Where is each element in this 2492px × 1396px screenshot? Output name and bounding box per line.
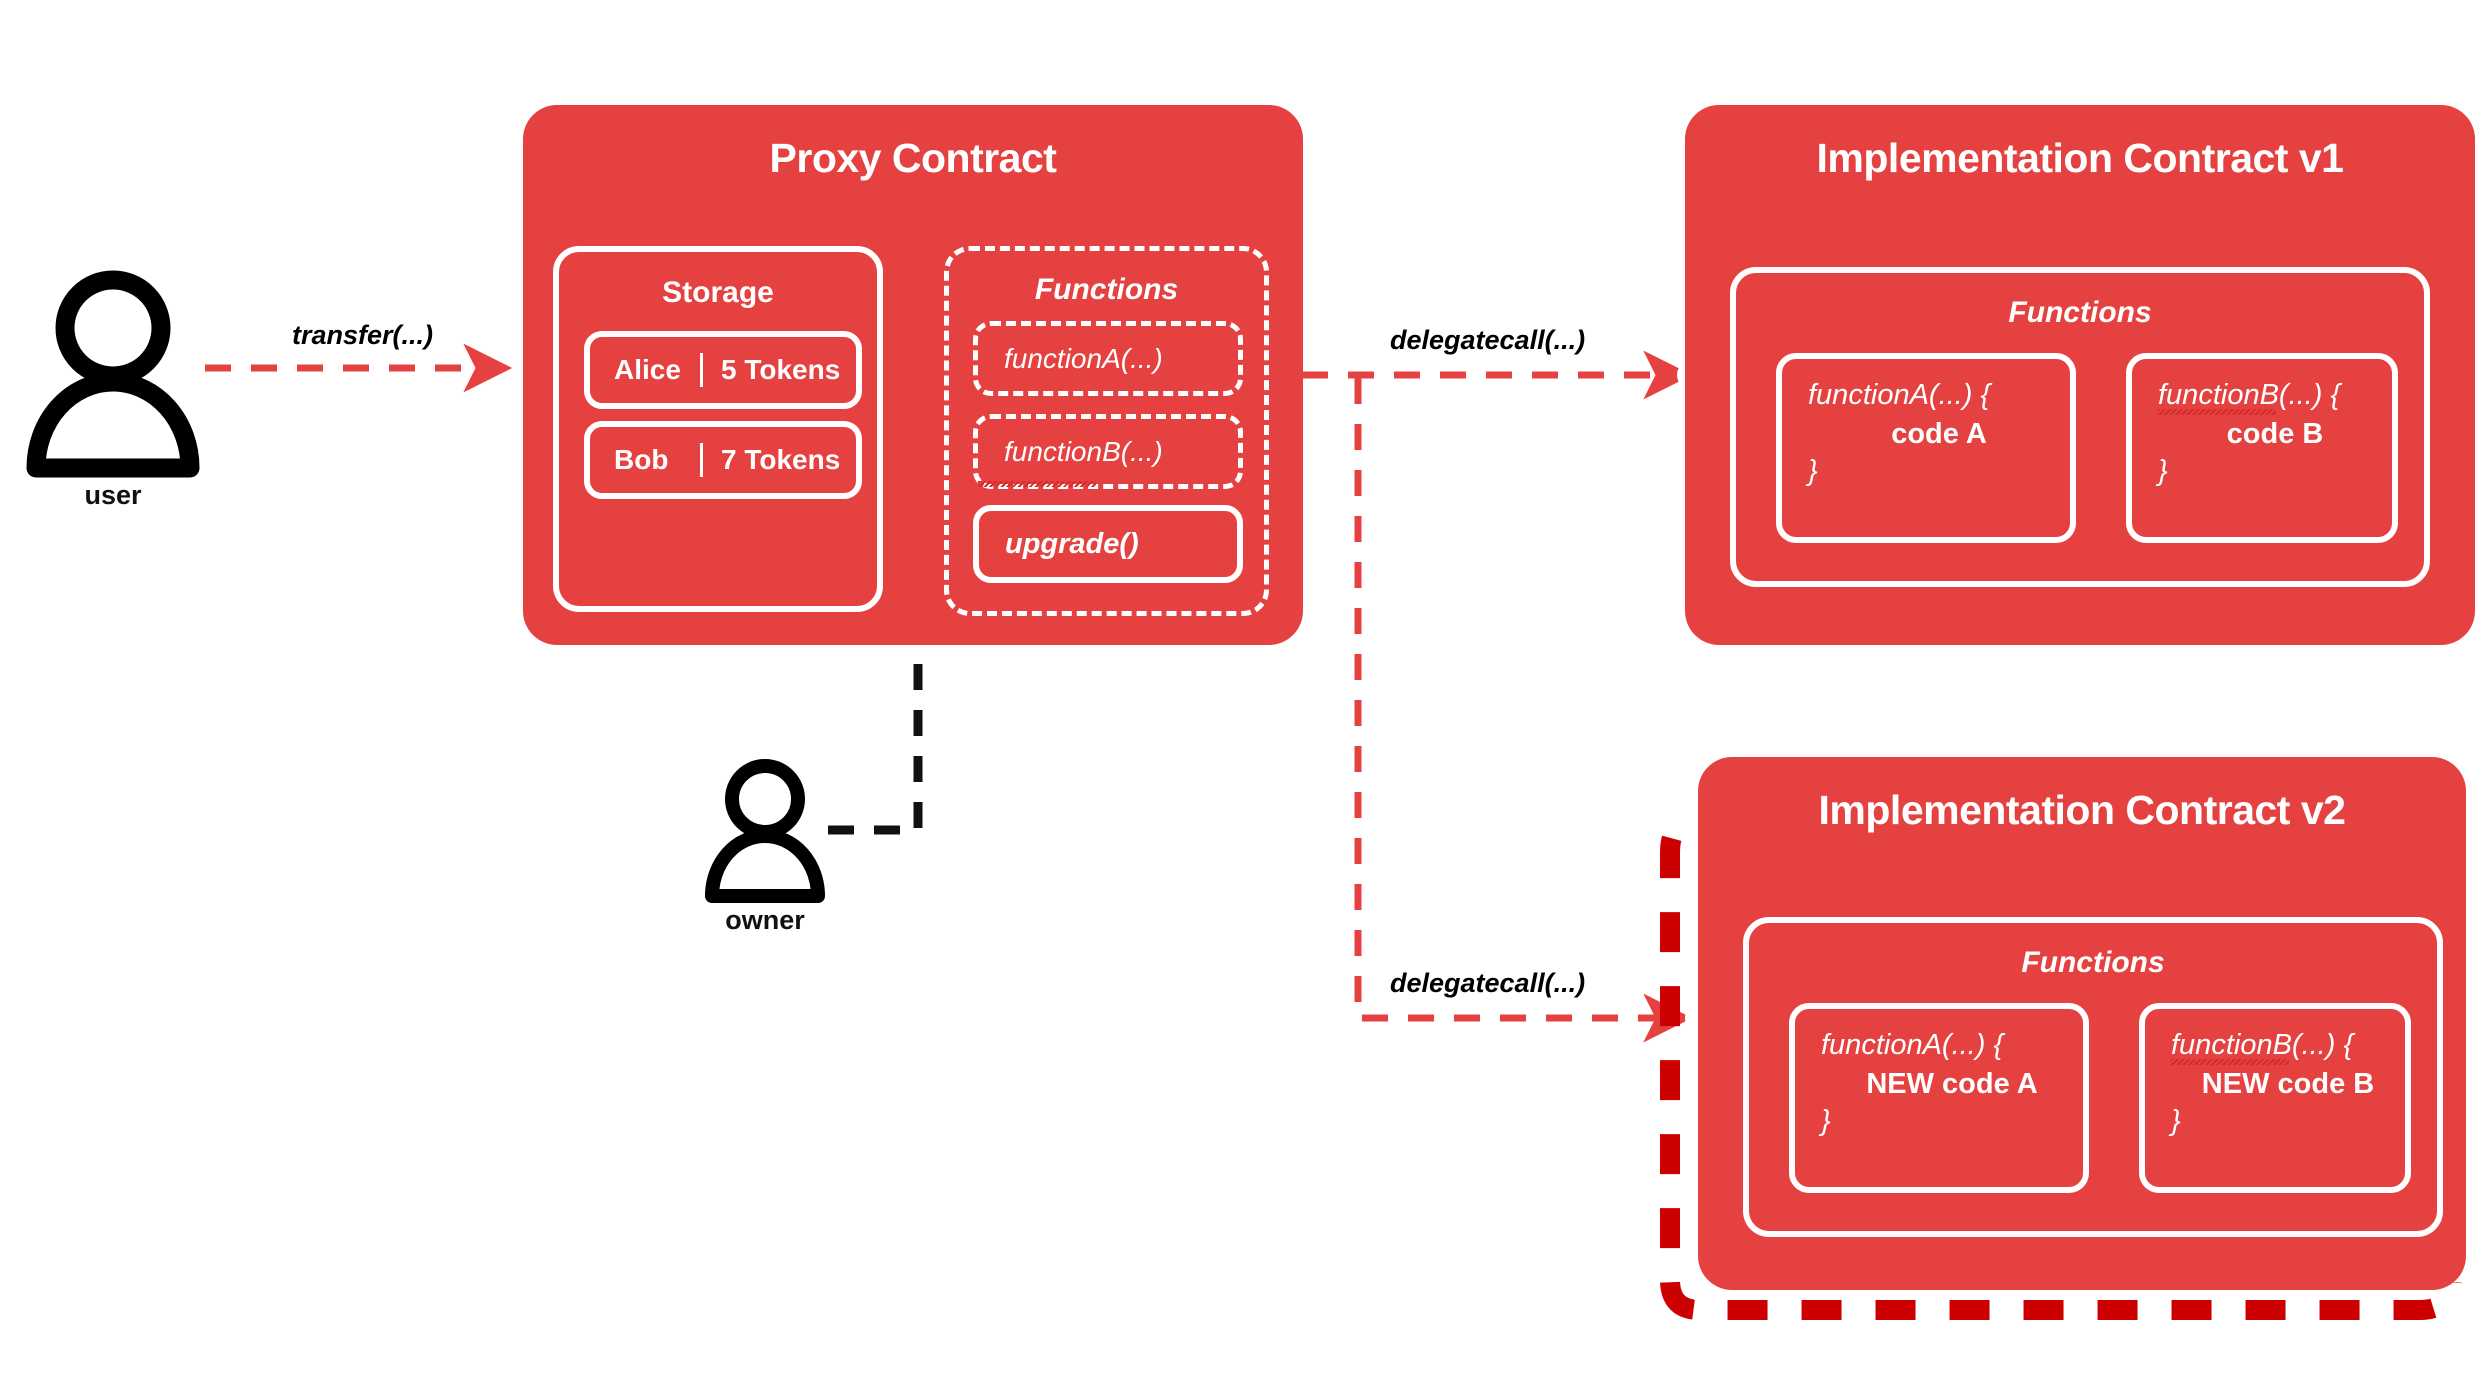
v2-function-b-signature: functionB(...) { (2171, 1029, 2405, 1065)
v1-function-b-signature: functionB(...) { (2158, 379, 2392, 415)
storage-panel: Storage Alice 5 Tokens Bob 7 Tokens (553, 246, 883, 612)
edge-delegatecall-v2 (1354, 378, 1693, 1043)
proxy-function-b-label: functionB(...) (978, 436, 1163, 468)
upgrade-function-label: upgrade() (1005, 527, 1139, 560)
v2-function-b-box[interactable]: functionB(...) { NEW code B } (2139, 1003, 2411, 1193)
v2-functions-heading: Functions (2021, 946, 2165, 979)
v1-function-b-box[interactable]: functionB(...) { code B } (2126, 353, 2398, 543)
actor-owner-label: owner (725, 905, 805, 935)
proxy-function-a[interactable]: functionA(...) (973, 321, 1243, 396)
edge-label-transfer: transfer(...) (292, 320, 434, 350)
v1-function-b-close: } (2158, 455, 2168, 487)
actor-user: user (18, 268, 208, 510)
proxy-functions-panel: Functions functionA(...) functionB(...) … (944, 246, 1269, 616)
upgrade-function[interactable]: upgrade() (973, 505, 1243, 583)
implementation-v1-card[interactable]: Implementation Contract v1 Functions fun… (1685, 105, 2475, 645)
edge-label-delegatecall-v1: delegatecall(...) (1390, 325, 1586, 355)
edge-label-delegatecall-v2: delegatecall(...) (1390, 968, 1586, 998)
v2-function-a-signature: functionA(...) { (1821, 1029, 2004, 1061)
person-icon (26, 270, 200, 478)
person-icon (705, 759, 825, 903)
storage-row-divider (700, 443, 703, 477)
storage-row-name: Alice (614, 354, 681, 385)
storage-row-divider (700, 353, 703, 387)
v2-highlight-outline (1660, 813, 2462, 1320)
storage-row-alice: Alice 5 Tokens (584, 331, 862, 409)
v2-function-a-body: NEW code A (1866, 1068, 2038, 1100)
actor-owner: owner (700, 758, 830, 935)
v1-function-a-box[interactable]: functionA(...) { code A } (1776, 353, 2076, 543)
storage-row-value: 5 Tokens (721, 354, 841, 385)
actor-user-label: user (84, 480, 142, 510)
v2-functions-panel: Functions functionA(...) { NEW code A } … (1743, 917, 2443, 1237)
v1-function-a-body: code A (1891, 418, 1987, 450)
storage-row-value: 7 Tokens (721, 444, 841, 475)
proxy-contract-card[interactable]: Proxy Contract Storage Alice 5 Tokens Bo… (523, 105, 1303, 645)
v2-function-a-close: } (1821, 1105, 1831, 1137)
storage-heading: Storage (662, 276, 774, 309)
v2-function-b-close: } (2171, 1105, 2181, 1137)
storage-row-bob: Bob 7 Tokens (584, 421, 862, 499)
implementation-v2-title: Implementation Contract v2 (1818, 787, 2346, 833)
storage-row-name: Bob (614, 444, 669, 475)
v1-functions-heading: Functions (2008, 296, 2152, 329)
v2-function-b-body: NEW code B (2201, 1068, 2375, 1100)
proxy-function-a-label: functionA(...) (1004, 342, 1163, 374)
implementation-v1-title: Implementation Contract v1 (1816, 135, 2344, 181)
proxy-functions-heading: Functions (1034, 273, 1179, 306)
proxy-contract-title: Proxy Contract (769, 135, 1057, 181)
proxy-function-b[interactable]: functionB(...) (973, 414, 1243, 489)
v1-function-a-close: } (1808, 455, 1818, 487)
v1-function-b-body: code B (2226, 418, 2324, 450)
v1-function-a-signature: functionA(...) { (1808, 379, 1991, 411)
implementation-v2-card[interactable]: Implementation Contract v2 Functions fun… (1698, 757, 2466, 1290)
v2-function-a-box[interactable]: functionA(...) { NEW code A } (1789, 1003, 2089, 1193)
v1-functions-panel: Functions functionA(...) { code A } func… (1730, 267, 2430, 587)
